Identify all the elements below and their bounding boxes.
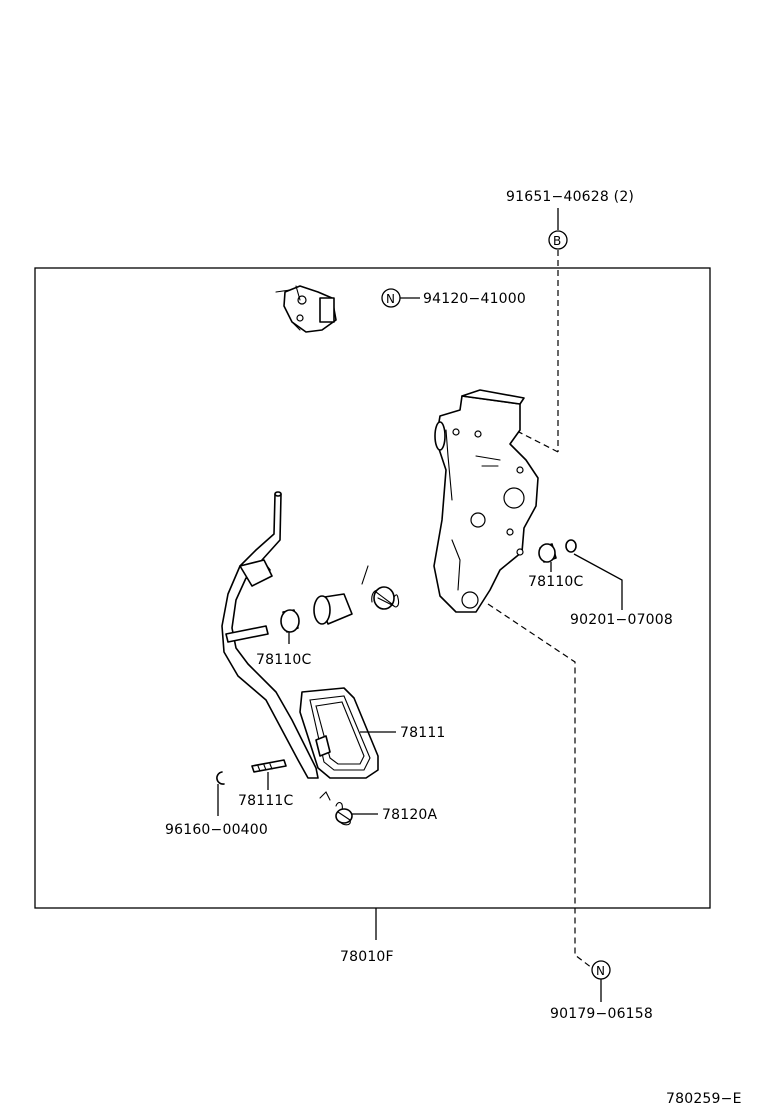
torsion-spring-icon [361,565,400,610]
callout-91651-40628: 91651−40628 (2) B [506,189,634,453]
bushing-right-icon [538,539,577,572]
part-label-78120a: 78120A [382,807,438,823]
part-label-90179-06158: 90179−06158 [550,1006,653,1022]
part-label-78111: 78111 [400,725,446,741]
part-label-78110c-left: 78110C [256,652,312,668]
collar-icon [313,593,353,625]
callout-90179-06158: N 90179−06158 [487,603,653,1022]
part-label-78110c-right: 78110C [528,574,584,590]
figure-id: 780259−E [666,1091,742,1107]
part-label-90201-07008: 90201−07008 [570,612,673,628]
bushing-left-icon [280,609,300,644]
pedal-arm-icon [221,491,319,779]
part-label-91651-40628: 91651−40628 (2) [506,189,634,205]
part-label-78111c: 78111C [238,793,294,809]
pedal-pad-icon [299,687,379,779]
marker-n-label: N [386,292,395,306]
marker-b-label: B [553,234,561,248]
sensor-part-icon [275,285,337,333]
marker-n2-label: N [596,964,605,978]
part-label-78010f: 78010F [340,949,394,965]
e-ring-clip-icon [216,771,225,816]
marker-b-icon [548,230,568,250]
pin-icon [251,759,287,790]
assembly-frame [34,267,711,909]
pedal-bracket-icon [433,389,539,613]
callout-94120-41000: N 94120−41000 [381,288,526,308]
part-label-96160-00400: 96160−00400 [165,822,268,838]
return-spring-icon [319,791,353,826]
part-label-94120-41000: 94120−41000 [423,291,526,307]
